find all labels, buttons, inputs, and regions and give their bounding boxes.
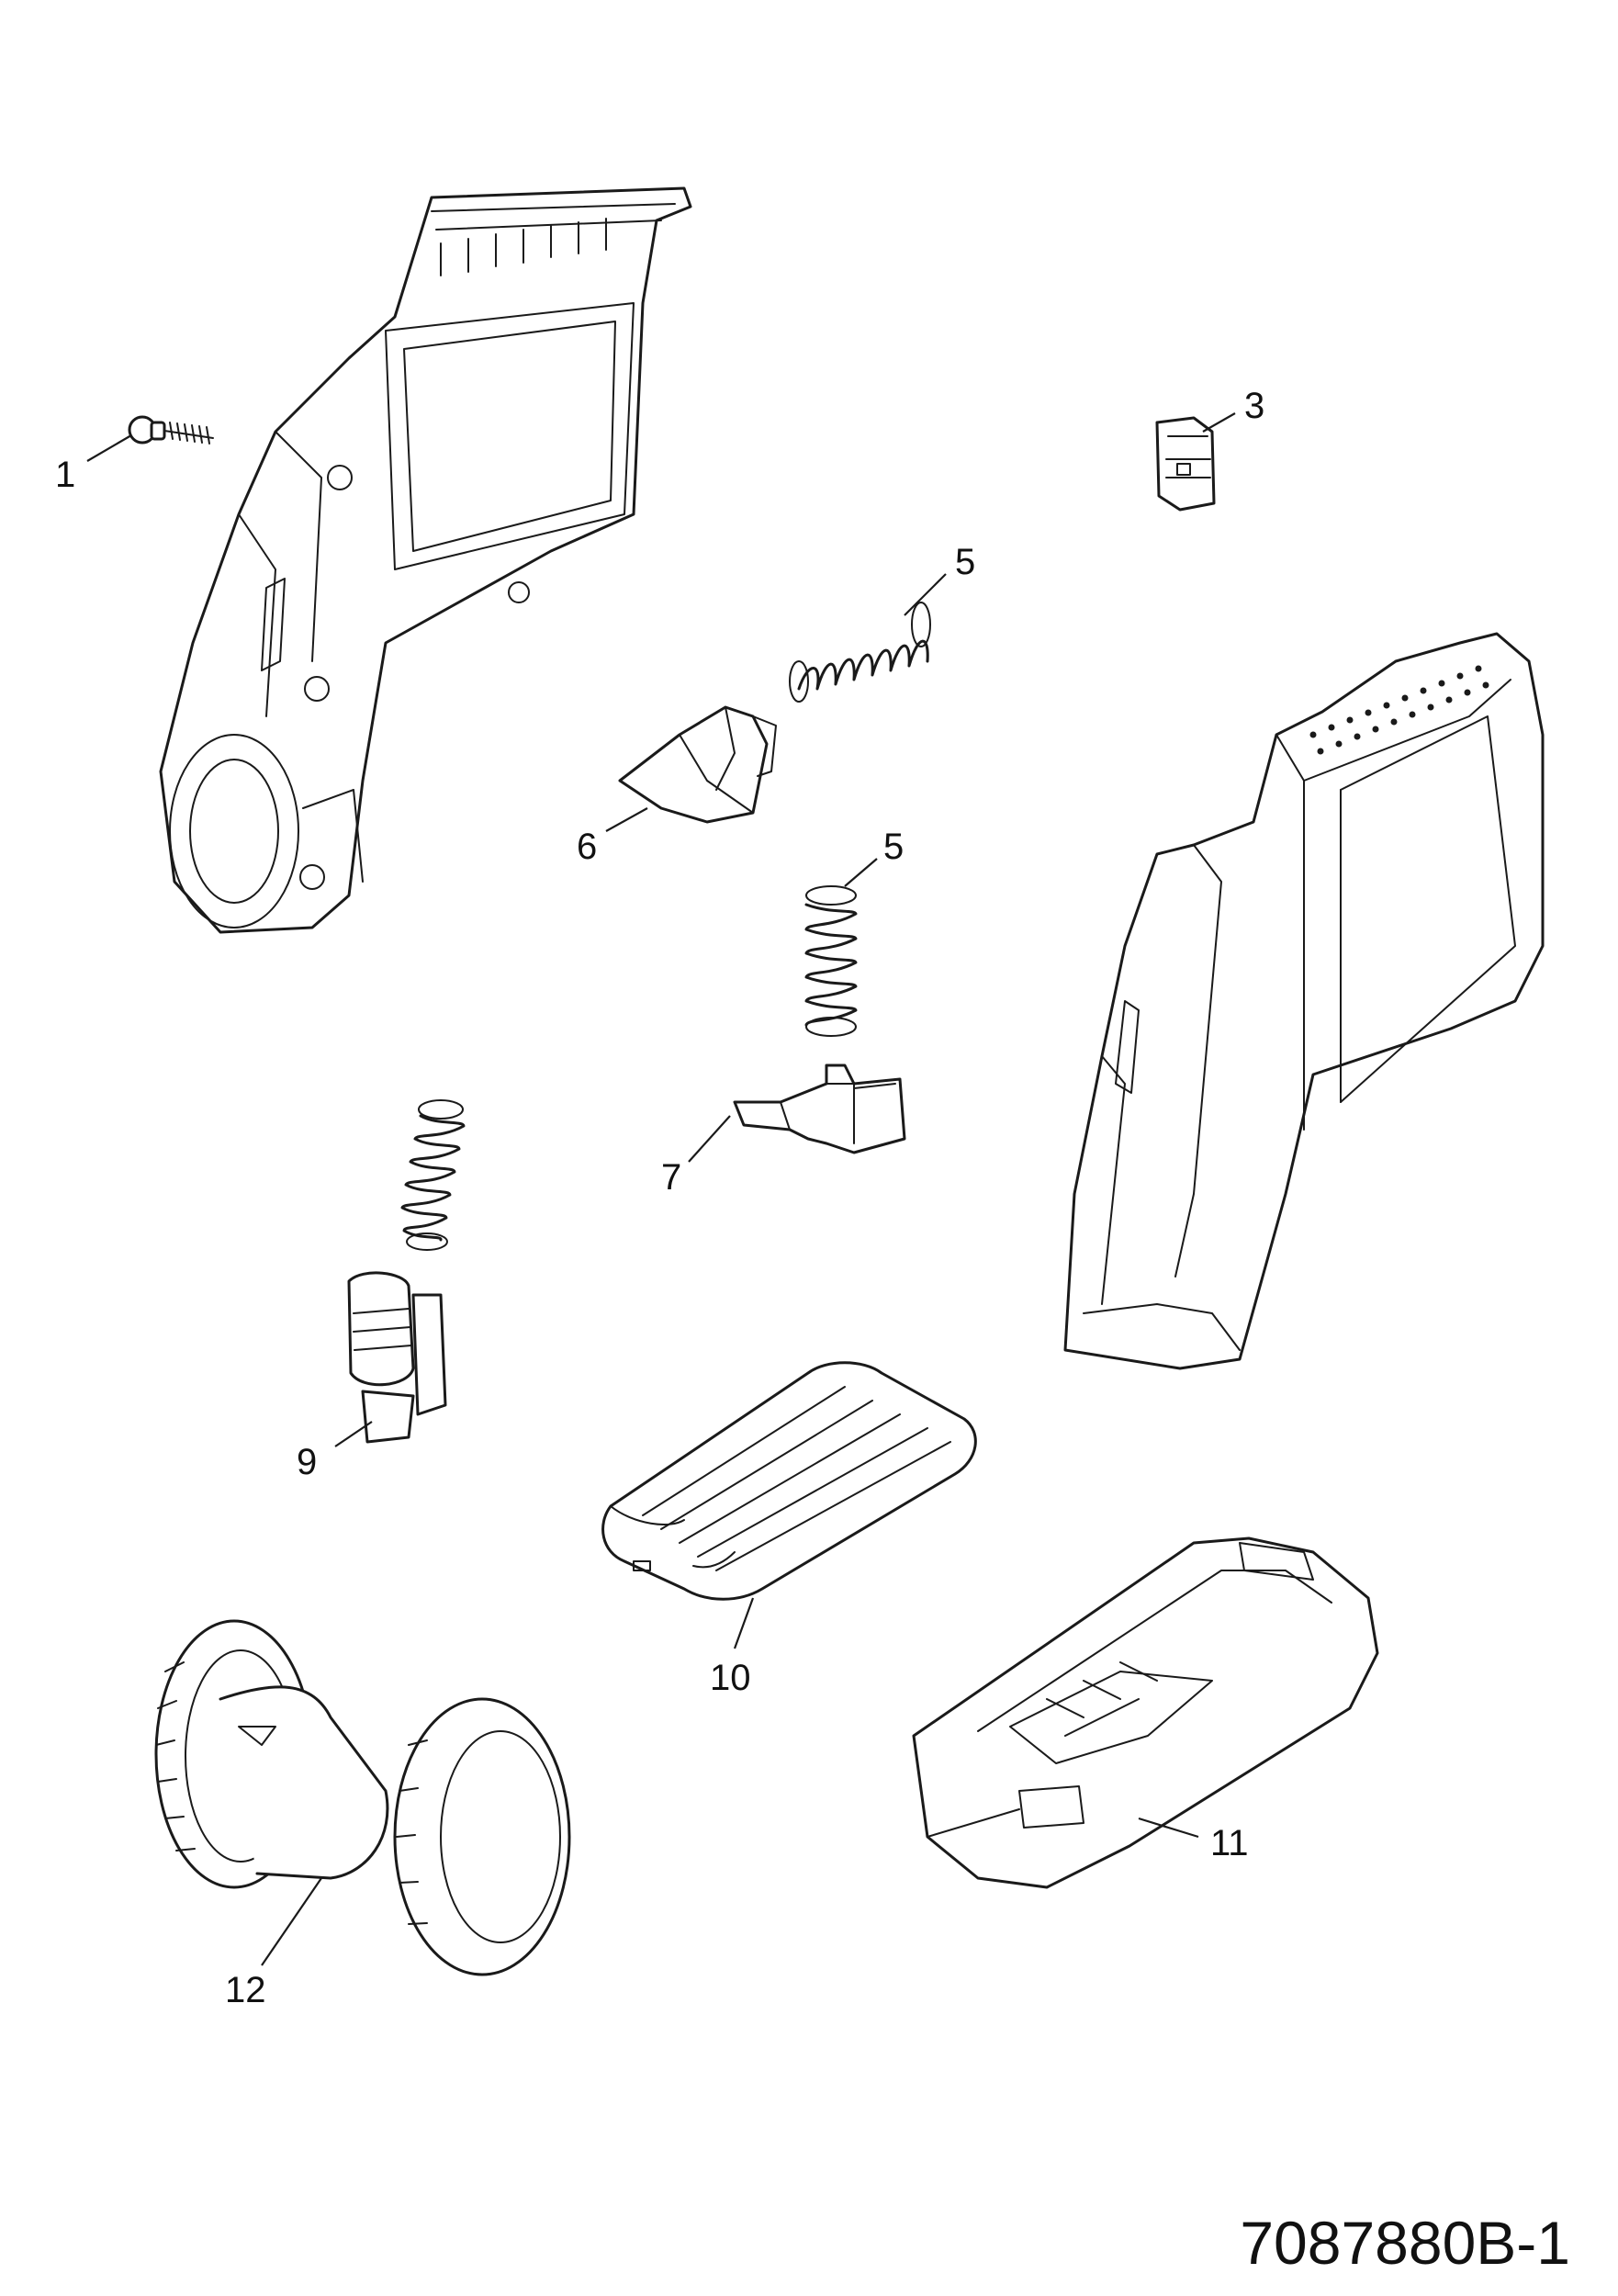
screw-part — [128, 415, 214, 445]
callout-9: 9 — [297, 1442, 317, 1482]
leader-5a — [904, 573, 947, 616]
leader-9 — [334, 1421, 373, 1447]
leader-1 — [86, 434, 132, 462]
clip-part — [1155, 416, 1216, 512]
leader-12 — [261, 1877, 322, 1966]
leader-lines — [86, 412, 1236, 1966]
leader-3 — [1202, 412, 1236, 433]
left-housing-half — [159, 186, 692, 934]
spring-left-part — [400, 1099, 466, 1251]
spring-vertical-part — [804, 885, 858, 1037]
callout-7: 7 — [661, 1157, 681, 1198]
leader-5b — [844, 858, 878, 887]
callout-1: 1 — [55, 455, 75, 495]
callout-11: 11 — [1210, 1823, 1249, 1863]
right-housing-half — [1063, 632, 1545, 1370]
leader-11 — [1138, 1817, 1199, 1839]
callout-5a: 5 — [955, 542, 975, 582]
cam-wedge-part — [618, 705, 777, 824]
callouts: 1 3 5 6 5 7 9 10 11 12 — [55, 386, 1264, 2010]
callout-12: 12 — [225, 1970, 266, 2010]
leader-10 — [733, 1597, 755, 1649]
battery-pack-part — [601, 1361, 977, 1601]
spring-horizontal-part — [789, 602, 931, 703]
wheel-cap-part — [154, 1619, 571, 1976]
callout-6: 6 — [577, 827, 597, 867]
callout-10: 10 — [710, 1658, 751, 1698]
latch-part — [733, 1064, 906, 1154]
callout-3: 3 — [1244, 386, 1264, 426]
leader-6 — [605, 807, 648, 832]
bottom-cover-part — [912, 1536, 1379, 1889]
switch-button-part — [347, 1271, 447, 1444]
callout-5b: 5 — [883, 827, 904, 867]
leader-7 — [688, 1115, 731, 1163]
document-number: 7087880B-1 — [1240, 2209, 1570, 2277]
